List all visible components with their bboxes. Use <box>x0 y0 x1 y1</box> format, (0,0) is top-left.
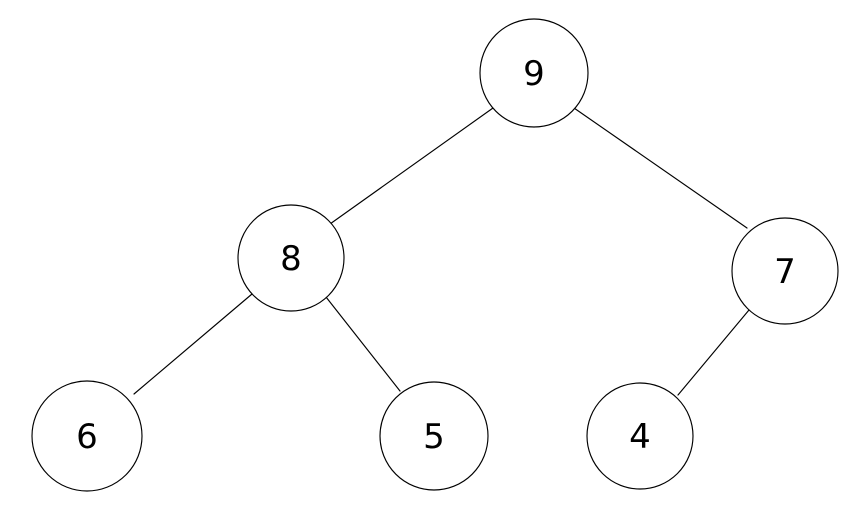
tree-edge-n7-n4 <box>677 309 750 396</box>
tree-node-7[interactable]: 7 <box>731 217 839 325</box>
node-label-9: 9 <box>523 54 545 94</box>
node-label-4: 4 <box>629 417 651 457</box>
node-label-6: 6 <box>76 417 98 457</box>
tree-edge-n9-n8 <box>329 107 494 225</box>
tree-node-6[interactable]: 6 <box>31 380 143 492</box>
node-circle-9[interactable] <box>479 18 589 128</box>
nodes-layer: 9 8 7 6 5 4 <box>31 18 839 492</box>
tree-edge-n8-n6 <box>133 293 253 395</box>
node-label-5: 5 <box>423 417 445 457</box>
edges-layer <box>133 107 750 396</box>
tree-node-5[interactable]: 5 <box>379 381 489 491</box>
node-circle-4[interactable] <box>586 382 694 490</box>
tree-node-4[interactable]: 4 <box>586 382 694 490</box>
node-label-8: 8 <box>280 239 302 279</box>
node-circle-8[interactable] <box>237 204 345 312</box>
tree-edge-n8-n5 <box>325 296 401 392</box>
node-label-7: 7 <box>774 252 796 292</box>
tree-edge-n9-n7 <box>573 107 748 229</box>
node-circle-7[interactable] <box>731 217 839 325</box>
tree-node-8[interactable]: 8 <box>237 204 345 312</box>
node-circle-5[interactable] <box>379 381 489 491</box>
node-circle-6[interactable] <box>31 380 143 492</box>
tree-node-9[interactable]: 9 <box>479 18 589 128</box>
